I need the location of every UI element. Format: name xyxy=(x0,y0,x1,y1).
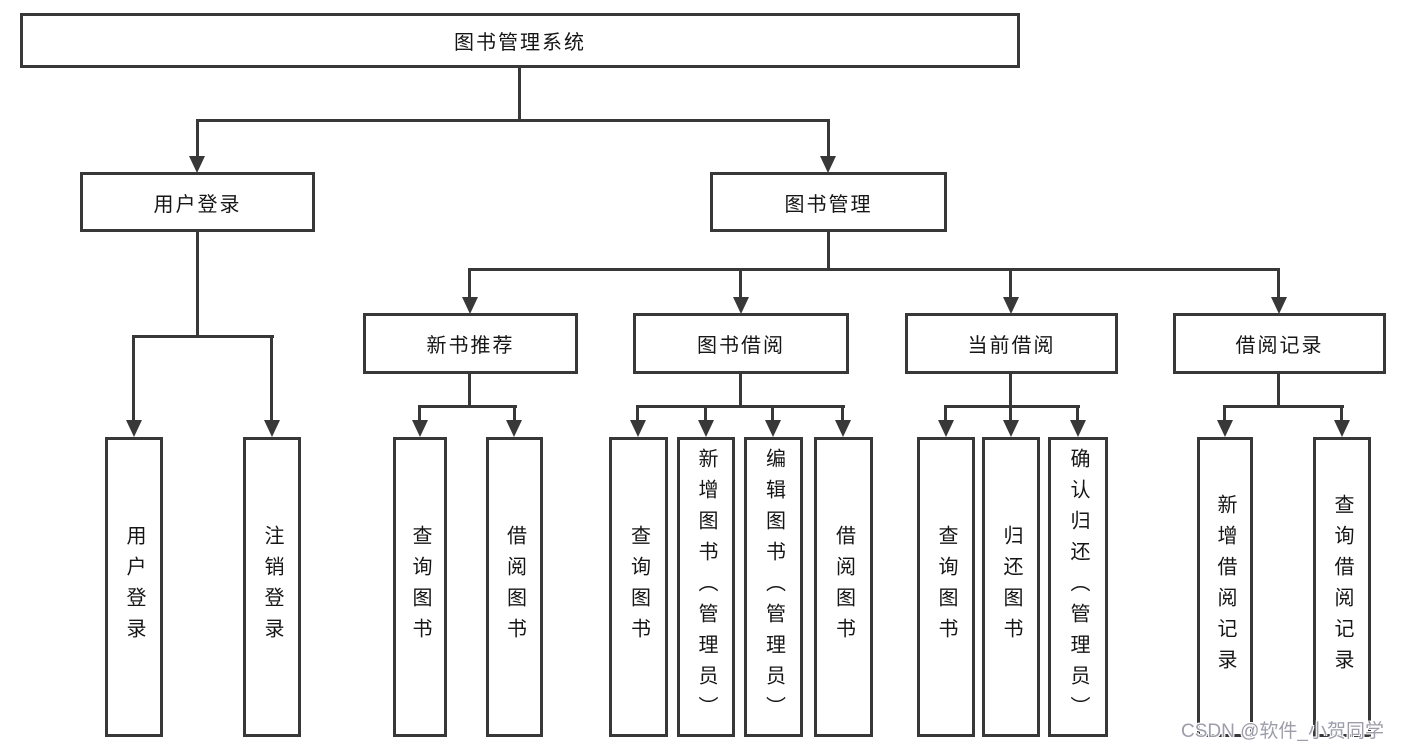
leaf-logout: 注销登录 xyxy=(243,437,301,737)
node-label: 用户登录 xyxy=(123,525,145,649)
connector-line xyxy=(418,405,517,408)
connector-line xyxy=(1277,374,1280,408)
connector-line xyxy=(636,405,639,421)
node-label: 查询图书 xyxy=(409,525,431,649)
leaf-query-books-borrowing: 查询图书 xyxy=(609,437,668,737)
connector-line xyxy=(771,405,774,421)
leaf-add-books-admin: 新增图书（管理员） xyxy=(677,437,735,737)
arrowhead-icon xyxy=(938,420,954,437)
connector-line xyxy=(418,405,421,421)
arrowhead-icon xyxy=(126,420,142,437)
node-label: 用户登录 xyxy=(153,193,242,216)
connector-line xyxy=(270,335,273,421)
connector-line xyxy=(944,405,947,421)
connector-line xyxy=(1009,405,1012,421)
node-label: 查询图书 xyxy=(627,525,650,649)
arrowhead-icon xyxy=(733,297,749,314)
leaf-borrow-books: 借阅图书 xyxy=(814,437,873,737)
connector-line xyxy=(827,232,830,271)
node-book-borrowing: 图书借阅 xyxy=(633,313,849,374)
node-library-management-system: 图书管理系统 xyxy=(20,13,1020,68)
arrowhead-icon xyxy=(630,420,646,437)
node-user-login: 用户登录 xyxy=(80,172,315,232)
arrowhead-icon xyxy=(835,420,851,437)
node-label: 查询图书 xyxy=(935,525,957,649)
arrowhead-icon xyxy=(1334,420,1350,437)
node-label: 借阅图书 xyxy=(832,525,855,649)
arrowhead-icon xyxy=(820,156,836,173)
leaf-confirm-return-admin: 确认归还（管理员） xyxy=(1048,437,1108,737)
connector-line xyxy=(1277,268,1280,298)
connector-line xyxy=(468,268,1280,271)
connector-line xyxy=(841,405,844,421)
arrowhead-icon xyxy=(698,420,714,437)
node-label: 注销登录 xyxy=(261,525,283,649)
node-label: 新书推荐 xyxy=(426,335,515,357)
arrowhead-icon xyxy=(412,420,428,437)
node-borrowing-records: 借阅记录 xyxy=(1173,313,1386,374)
node-label: 编辑图书（管理员） xyxy=(762,447,785,727)
arrowhead-icon xyxy=(264,420,280,437)
node-label: 图书借阅 xyxy=(697,335,785,357)
arrowhead-icon xyxy=(1271,297,1287,314)
node-label: 新增借阅记录 xyxy=(1214,494,1236,680)
connector-line xyxy=(196,119,199,157)
csdn-watermark: CSDN @软件_小贺同学 xyxy=(1181,721,1384,742)
connector-line xyxy=(468,268,471,298)
node-label: 确认归还（管理员） xyxy=(1067,447,1089,727)
node-label: 归还图书 xyxy=(1000,525,1022,649)
connector-line xyxy=(196,232,199,338)
connector-line xyxy=(468,374,471,408)
node-label: 查询借阅记录 xyxy=(1331,494,1353,680)
connector-line xyxy=(132,335,274,338)
node-label: 图书管理 xyxy=(784,193,873,216)
connector-line xyxy=(1076,405,1079,421)
connector-line xyxy=(1340,405,1343,421)
connector-line xyxy=(1223,405,1344,408)
arrowhead-icon xyxy=(1003,420,1019,437)
arrowhead-icon xyxy=(1217,420,1233,437)
node-label: 新增图书（管理员） xyxy=(695,447,717,727)
node-new-book-recommendation: 新书推荐 xyxy=(363,313,578,374)
connector-line xyxy=(132,335,135,421)
connector-line xyxy=(827,119,830,157)
arrowhead-icon xyxy=(189,156,205,173)
node-label: 借阅记录 xyxy=(1235,335,1324,357)
leaf-add-borrow-record: 新增借阅记录 xyxy=(1197,437,1253,737)
leaf-query-borrow-record: 查询借阅记录 xyxy=(1313,437,1371,737)
node-label: 借阅图书 xyxy=(503,525,526,649)
connector-line xyxy=(513,405,516,421)
connector-line xyxy=(636,405,845,408)
leaf-query-books-recommend: 查询图书 xyxy=(393,437,447,737)
connector-line xyxy=(739,374,742,408)
arrowhead-icon xyxy=(1003,297,1019,314)
node-book-management: 图书管理 xyxy=(710,172,947,232)
arrowhead-icon xyxy=(462,297,478,314)
node-label: 图书管理系统 xyxy=(454,32,586,54)
connector-line xyxy=(944,405,1080,408)
connector-line xyxy=(704,405,707,421)
connector-line xyxy=(196,119,830,122)
leaf-edit-books-admin: 编辑图书（管理员） xyxy=(744,437,803,737)
leaf-user-login: 用户登录 xyxy=(105,437,163,737)
connector-line xyxy=(1223,405,1226,421)
arrowhead-icon xyxy=(765,420,781,437)
connector-line xyxy=(1009,268,1012,298)
arrowhead-icon xyxy=(506,420,522,437)
leaf-borrow-books-recommend: 借阅图书 xyxy=(486,437,543,737)
arrowhead-icon xyxy=(1070,420,1086,437)
connector-line xyxy=(1009,374,1012,408)
leaf-query-books-current: 查询图书 xyxy=(917,437,975,737)
connector-line xyxy=(518,68,521,121)
leaf-return-books: 归还图书 xyxy=(982,437,1040,737)
connector-line xyxy=(739,268,742,298)
node-current-borrowing: 当前借阅 xyxy=(905,313,1118,374)
node-label: 当前借阅 xyxy=(967,335,1056,357)
